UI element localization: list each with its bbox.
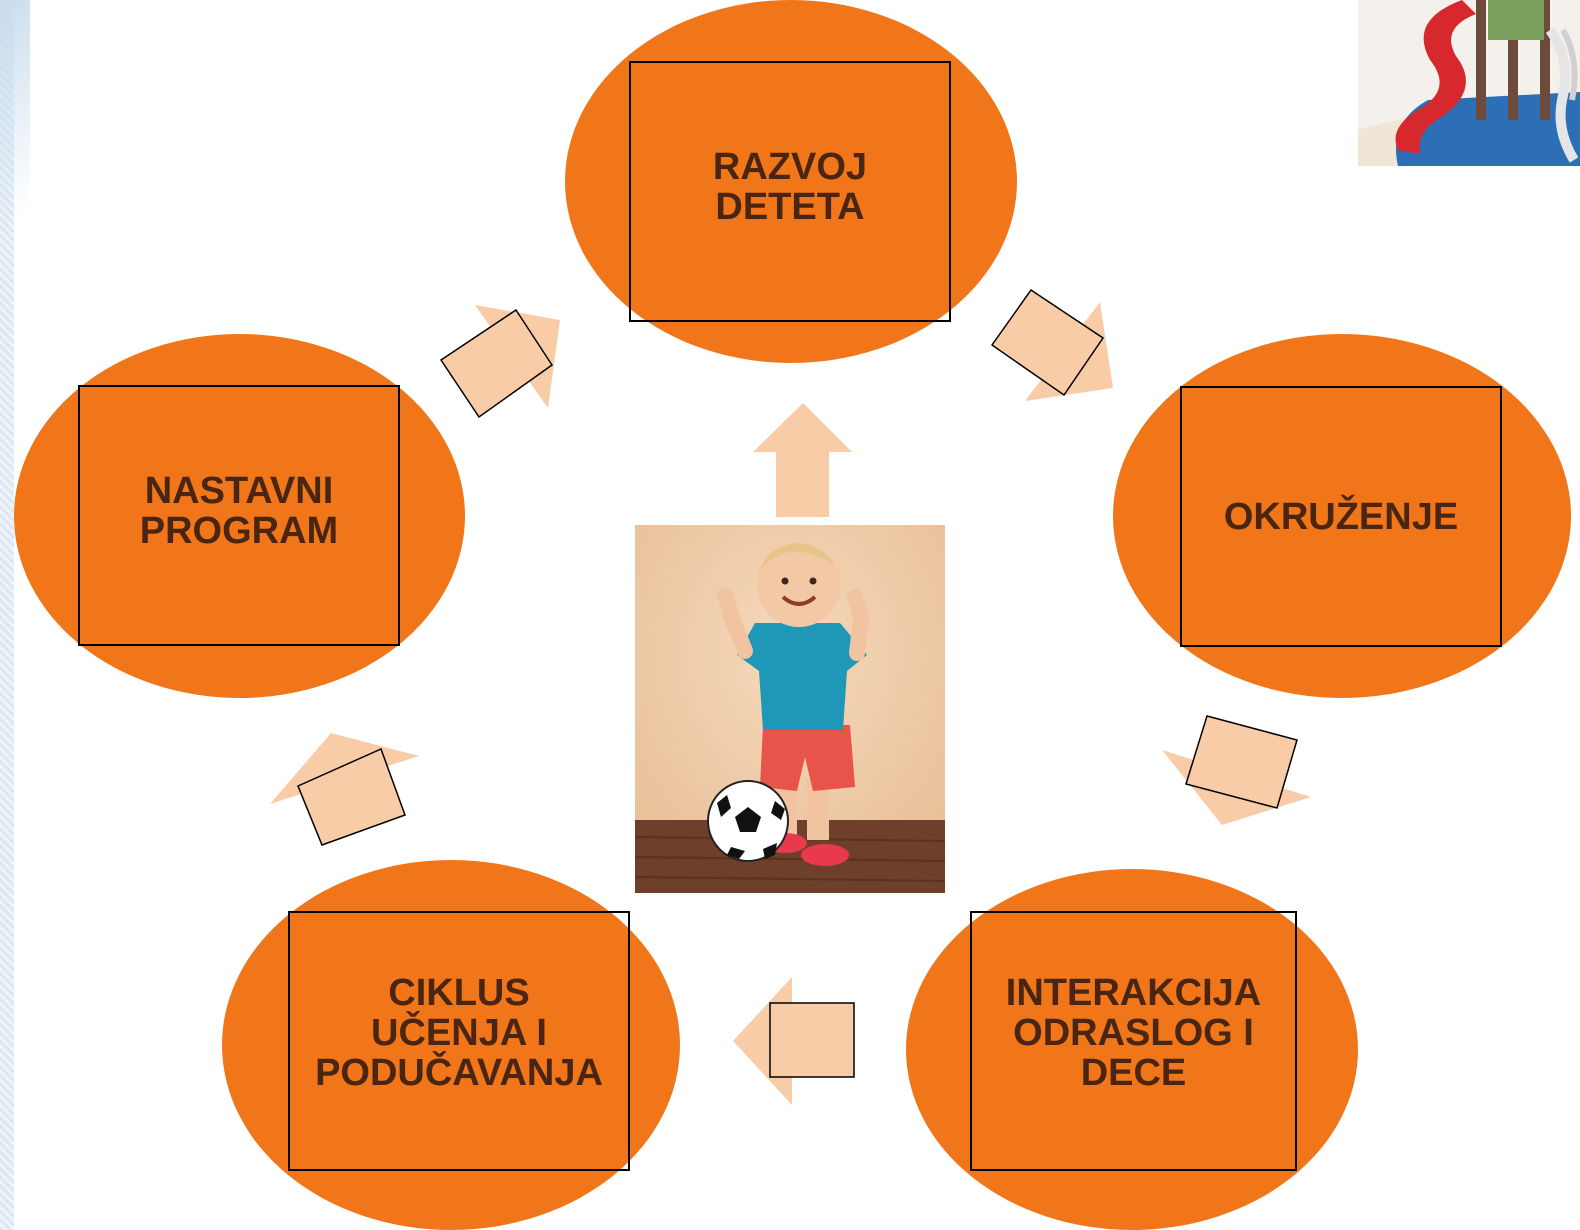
node-nastavni-program-box — [78, 385, 400, 646]
node-razvoj-deteta-box — [629, 61, 951, 322]
arrow-icon — [1162, 715, 1311, 825]
node-razvoj-deteta-label: RAZVOJ DETETA — [712, 146, 868, 228]
node-interakcija-box — [970, 911, 1297, 1171]
arrow-icon — [753, 403, 852, 517]
node-ciklus-label: CIKLUS UČENJA I PODUČAVANJA — [315, 972, 603, 1094]
node-okruzenje-box — [1180, 386, 1502, 647]
playground-slide-photo — [1358, 0, 1580, 166]
arrow-icon — [439, 305, 560, 419]
child-with-soccer-ball-photo — [635, 525, 945, 893]
node-interakcija-label: INTERAKCIJA ODRASLOG I DECE — [1005, 972, 1262, 1094]
node-okruzenje-label: OKRUŽENJE — [1223, 495, 1459, 538]
arrow-icon — [270, 733, 419, 846]
node-nastavni-program — [14, 334, 465, 698]
node-razvoj-deteta — [565, 0, 1017, 363]
node-ciklus — [222, 860, 680, 1230]
node-okruzenje — [1113, 334, 1571, 698]
node-ciklus-box — [288, 911, 630, 1171]
node-nastavni-program-label: NASTAVNI PROGRAM — [139, 470, 339, 552]
left-decorative-shade — [0, 0, 30, 310]
arrow-icon — [733, 977, 855, 1105]
arrow-icon — [990, 288, 1113, 401]
